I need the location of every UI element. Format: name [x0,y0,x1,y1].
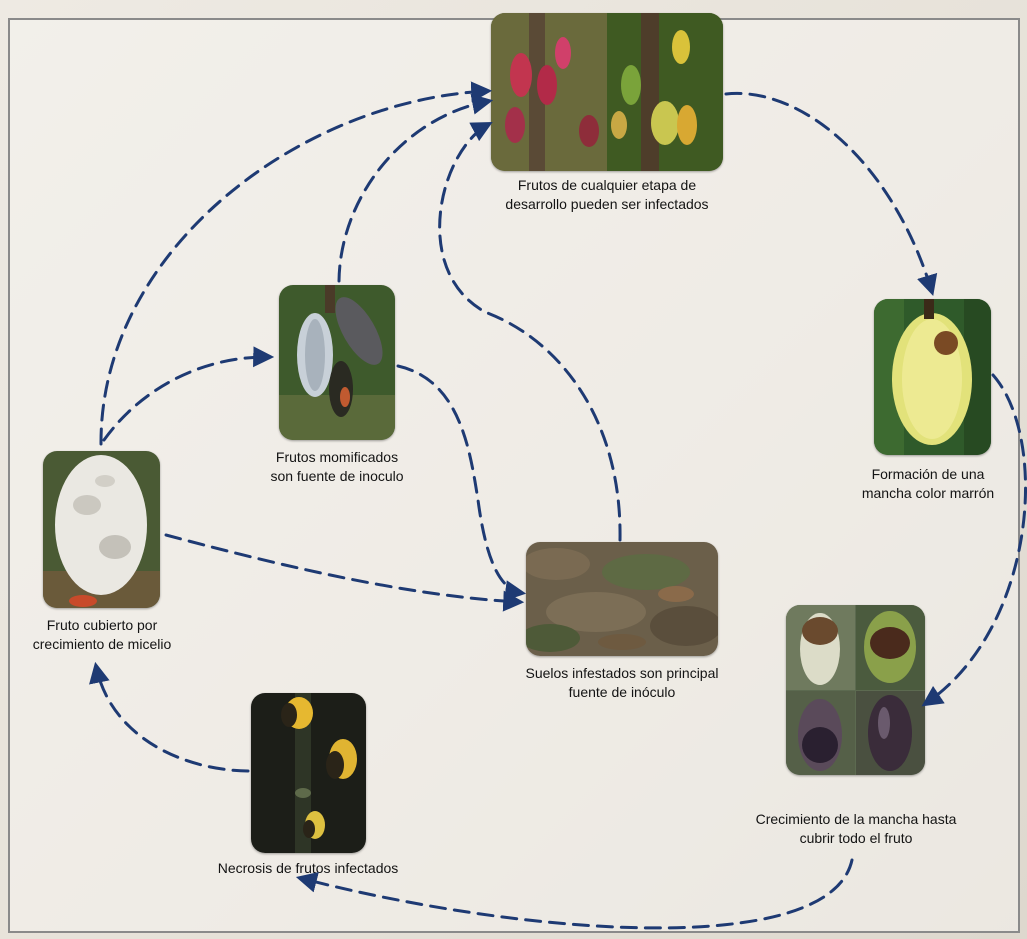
edge-n1-n2 [726,93,932,292]
edge-n4-n1 [440,124,620,540]
edge-n2-n3 [925,375,1026,704]
edge-n6-n4 [166,535,520,602]
edge-n6-n1 [101,91,488,444]
edge-n3-n5 [300,860,852,928]
edge-n6-n7 [104,357,270,440]
edge-n5-n6 [96,666,248,771]
edge-n7-n4 [398,366,522,593]
edge-n7-n1 [339,101,489,281]
